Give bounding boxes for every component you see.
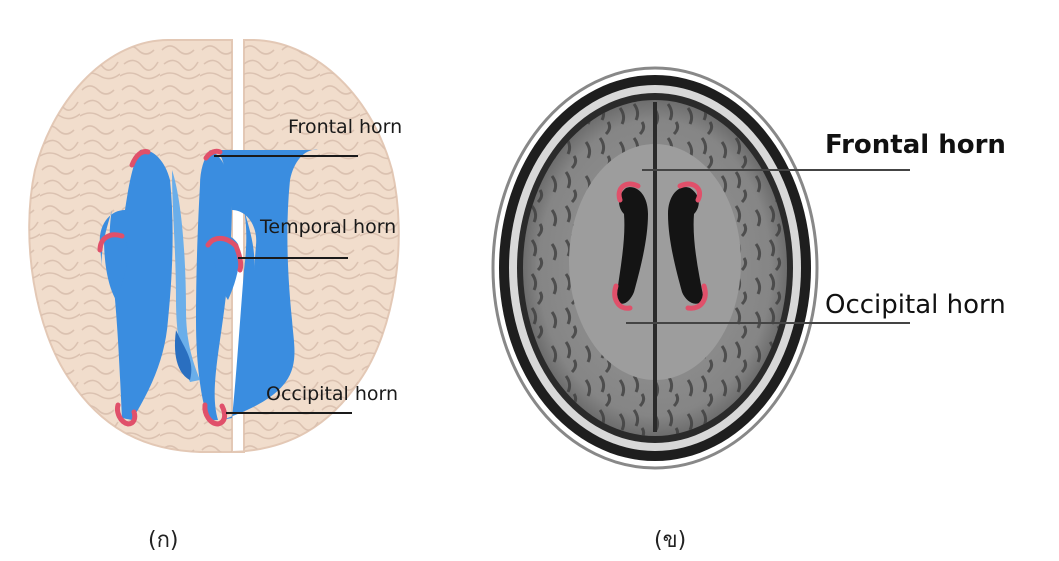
panel-a-brain-illustration: Frontal horn Temporal horn Occipital hor…: [0, 0, 480, 470]
panel-b-mri-scan: Frontal horn Occipital horn: [480, 0, 1059, 470]
caption-panel-b: (ข): [654, 522, 686, 557]
label-occipital-horn-a: Occipital horn: [266, 385, 398, 404]
label-frontal-horn-a: Frontal horn: [288, 118, 402, 137]
lateral-ventricles: [100, 150, 318, 420]
caption-panel-a: (ก): [148, 522, 179, 557]
brain-illustration: [0, 0, 480, 470]
mri-axial-slice: [480, 0, 1059, 470]
label-frontal-horn-b: Frontal horn: [825, 132, 1006, 158]
label-temporal-horn-a: Temporal horn: [260, 218, 396, 237]
label-occipital-horn-b: Occipital horn: [825, 292, 1006, 318]
